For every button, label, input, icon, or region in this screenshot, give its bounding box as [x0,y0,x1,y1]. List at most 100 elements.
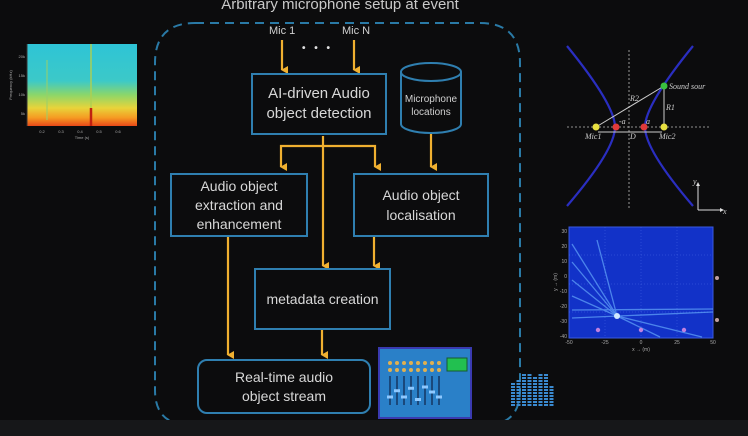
level-meter-segment [544,377,548,379]
mixer-knob [437,368,441,372]
level-meter-segment [516,380,521,382]
level-meter-segment [511,401,515,403]
map-xlabel: x → (m) [632,347,650,353]
level-meter-segment [522,374,526,376]
map-y-tick: 0 [564,274,567,280]
mixer-fader-knob [429,390,435,394]
level-meter-segment [544,401,548,403]
arrow-detection-extraction [279,144,323,171]
label-mic1: Mic1 [584,132,601,141]
vertex-neg-a [612,123,620,131]
tdoa-geometry [566,45,724,212]
level-meter-segment [522,398,526,400]
mixer-knob [402,361,406,365]
level-meter-segment [527,392,532,394]
mixer-fader-knob [415,398,421,401]
map-y-tick: -20 [560,304,567,310]
level-meter-segment [522,377,526,379]
mic1-point [592,123,600,131]
level-meter-segment [544,395,548,397]
map-x-tick: -50 [565,340,572,346]
node-realtime-stream: Real-time audio object stream [197,359,371,414]
level-meter-segment [538,383,543,385]
level-meter-segment [522,404,526,406]
label-r2: R2 [629,94,639,103]
mic2-point [660,123,668,131]
mixer-knob [409,361,413,365]
level-meter-segment [544,398,548,400]
spectrogram-x-tick: 0.5 [96,129,102,134]
mixer-fader-knob [436,395,442,399]
level-meter-segment [527,389,532,391]
level-meter-segment [522,401,526,403]
flow-arrows [226,40,437,359]
level-meter-segment [522,392,526,394]
bottom-bar [0,420,748,436]
level-meter-segment [533,389,537,391]
mixer-knob [388,368,392,372]
level-meter-segment [544,380,548,382]
node-ai-detection: AI-driven Audio object detection [251,73,387,135]
mixer-knob [430,368,434,372]
spectrogram-y-tick: 10k [19,92,25,97]
level-meter-segment [533,395,537,397]
spectrogram-y-tick: 15k [19,73,25,78]
spectrogram-x-tick: 0.6 [115,129,121,134]
level-meter-segment [533,380,537,382]
spectrogram-y-tick: 20k [19,54,25,59]
level-meter-segment [511,392,515,394]
level-meter-segment [527,398,532,400]
map-x-tick: 50 [710,340,716,346]
mixer-knob [416,361,420,365]
map-y-tick: 10 [561,259,567,265]
level-meter-segment [544,389,548,391]
mixer-knob [416,368,420,372]
level-meter-segment [511,383,515,385]
level-meter-segment [511,386,515,388]
level-meter-segment [516,383,521,385]
map-ylabel: y → (m) [553,273,559,291]
level-meter-segment [549,404,554,406]
localisation-map [568,226,719,339]
mixer-knob [430,361,434,365]
level-meter-segment [538,389,543,391]
level-meter-segment [544,383,548,385]
mixer-knob [437,361,441,365]
level-meter-segment [516,389,521,391]
level-meter-segment [522,383,526,385]
mixer-knob [395,368,399,372]
level-meter-segment [544,386,548,388]
node-localisation: Audio object localisation [353,173,489,237]
level-meter-segment [538,395,543,397]
mixer-fader-knob [394,389,400,393]
mixer-fader-knob [401,395,407,399]
mixer-knob [409,368,413,372]
spectrogram-xlabel: Time (s) [75,135,90,140]
map-y-tick: -30 [560,319,567,325]
level-meter-segment [516,401,521,403]
level-meter-segment [522,380,526,382]
level-meter-segment [533,401,537,403]
tdoa-labels: Sound sour R2 R1 -a a Mic1 D Mic2 x y [584,82,727,216]
level-meter-segment [516,395,521,397]
mixer-knob [388,361,392,365]
label-r1: R1 [665,103,675,112]
map-y-tick: -10 [560,289,567,295]
level-meter-segment [549,392,554,394]
spectrogram [26,44,137,126]
mixer-fader-knob [387,395,393,399]
level-meter-segment [527,401,532,403]
level-meter-segment [538,377,543,379]
spectrogram-x-tick: 0.2 [39,129,45,134]
level-meter-segment [533,404,537,406]
level-meter-segment [527,377,532,379]
level-meter-segment [527,386,532,388]
spectrogram-y-tick: 5k [21,111,25,116]
level-meter-segment [538,404,543,406]
level-meter-segment [538,380,543,382]
map-y-tick: -40 [560,334,567,340]
level-meter-segment [549,401,554,403]
map-x-tick: 25 [674,340,680,346]
level-meter-segment [533,386,537,388]
